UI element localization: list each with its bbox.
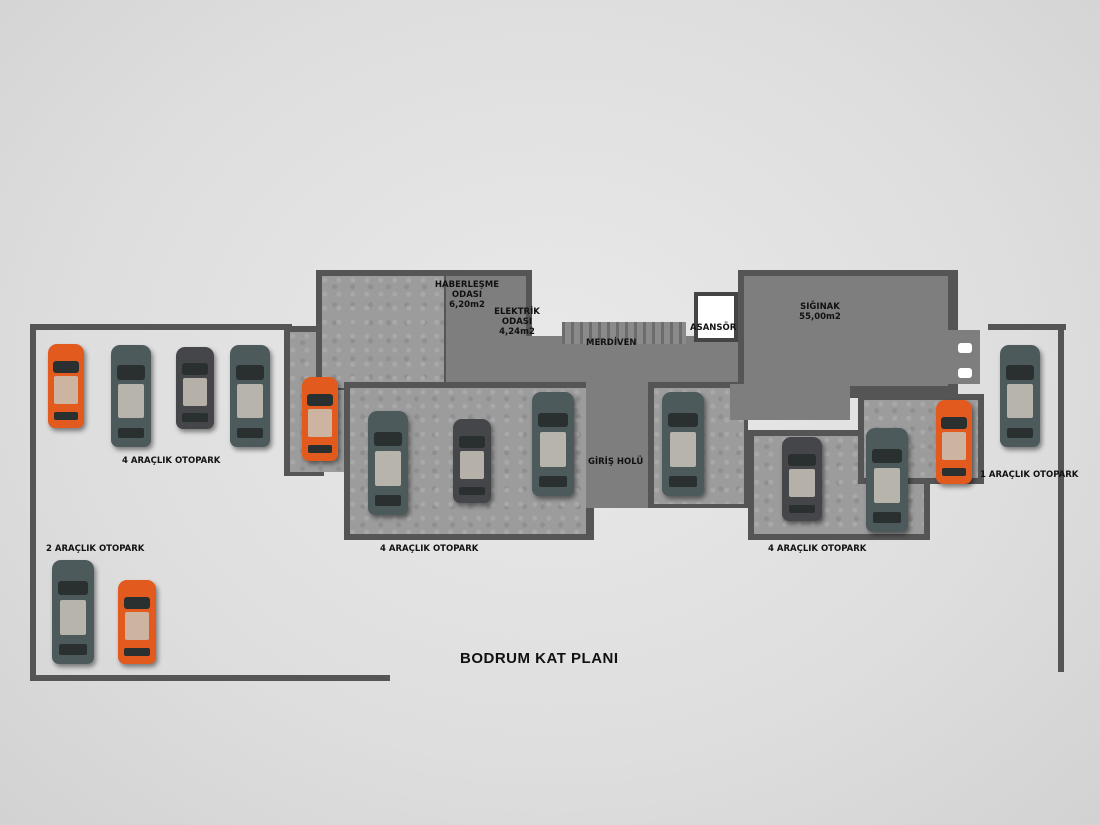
- floor-haberlesme-wing: [322, 276, 444, 388]
- label-giris-holu: GİRİŞ HOLÜ: [588, 457, 644, 467]
- label-asansor: ASANSÖR: [690, 323, 737, 333]
- label-siginak-name: SIĞINAK: [800, 302, 840, 312]
- label-haberlesme-name2: ODASI: [451, 290, 483, 300]
- car: [111, 345, 151, 447]
- label-elektrik: ELEKTRİK ODASI 4,24m2: [486, 307, 548, 337]
- car: [782, 437, 822, 521]
- boundary-wall-right-top: [988, 324, 1066, 330]
- boundary-wall-right: [1058, 324, 1064, 672]
- floor-siginak: [744, 276, 948, 386]
- elevator: [694, 292, 738, 342]
- car: [118, 580, 156, 664]
- label-haberlesme: HABERLEŞME ODASI 6,20m2: [428, 280, 506, 310]
- plan-title: BODRUM KAT PLANI: [460, 650, 619, 667]
- wc-fixture-bottom: [958, 368, 972, 378]
- label-elektrik-area: 4,24m2: [499, 327, 535, 337]
- stairs: [562, 322, 686, 344]
- label-elektrik-name2: ODASI: [501, 317, 533, 327]
- car: [532, 392, 574, 496]
- boundary-wall-left: [30, 324, 36, 680]
- car: [48, 344, 84, 428]
- label-parking-left-2: 2 ARAÇLIK OTOPARK: [46, 544, 145, 554]
- label-haberlesme-area: 6,20m2: [449, 300, 485, 310]
- label-siginak: SIĞINAK 55,00m2: [790, 302, 850, 322]
- label-parking-center-4: 4 ARAÇLIK OTOPARK: [380, 544, 479, 554]
- label-siginak-area: 55,00m2: [799, 312, 841, 322]
- car: [230, 345, 270, 447]
- car: [1000, 345, 1040, 447]
- boundary-wall-bottom: [30, 675, 390, 681]
- floor-siginak-lower: [730, 384, 850, 420]
- label-haberlesme-name: HABERLEŞME: [434, 280, 500, 290]
- label-elektrik-name: ELEKTRİK: [494, 307, 540, 317]
- car: [662, 392, 704, 496]
- car: [368, 411, 408, 515]
- boundary-wall-left-top: [30, 324, 292, 330]
- car: [936, 400, 972, 484]
- label-merdiven: MERDİVEN: [586, 338, 637, 348]
- wc-fixture-top: [958, 343, 972, 353]
- car: [866, 428, 908, 532]
- floor-haberlesme-room: [446, 276, 526, 336]
- car: [176, 347, 214, 429]
- label-parking-right-1: 1 ARAÇLIK OTOPARK: [980, 470, 1079, 480]
- label-parking-left-4: 4 ARAÇLIK OTOPARK: [122, 456, 221, 466]
- car: [302, 377, 338, 461]
- floor-giris-holu: [586, 368, 650, 508]
- label-parking-right-4: 4 ARAÇLIK OTOPARK: [768, 544, 867, 554]
- car: [453, 419, 491, 503]
- car: [52, 560, 94, 664]
